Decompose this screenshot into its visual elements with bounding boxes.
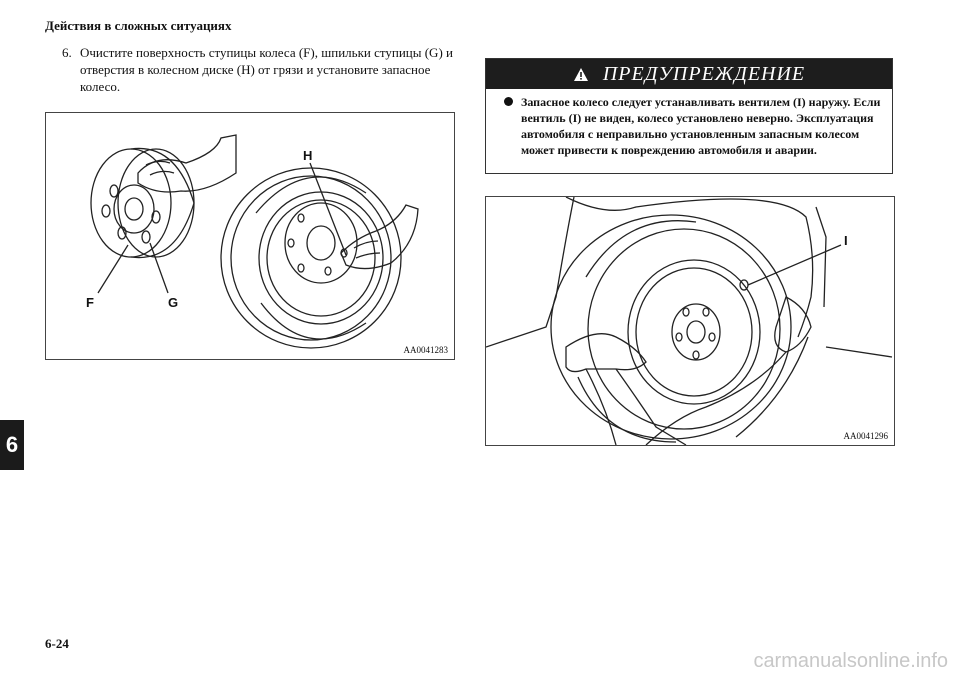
- figure2-code: AA0041296: [843, 431, 889, 441]
- hub-cleaning-drawing: F G H: [86, 134, 419, 349]
- warning-text: Запасное колесо следует устанавливать ве…: [521, 95, 881, 157]
- section-header: Действия в сложных ситуациях: [45, 18, 232, 33]
- label-g: G: [168, 295, 178, 310]
- warning-title: ПРЕДУПРЕЖДЕНИЕ: [602, 62, 806, 85]
- warning-box: ПРЕДУПРЕЖДЕНИЕ Запасное колесо следует у…: [485, 58, 893, 174]
- bullet-icon: [504, 97, 513, 106]
- figure1-code: AA0041283: [403, 345, 449, 355]
- label-i: I: [844, 233, 848, 248]
- spare-wheel-install-illustration: I AA0041296: [485, 196, 895, 446]
- watermark: carmanualsonline.info: [753, 650, 948, 672]
- step-number: 6.: [62, 45, 72, 60]
- page-number: 6-24: [45, 636, 69, 651]
- step-text: Очистите поверхность ступицы колеса (F),…: [80, 45, 453, 94]
- warning-header: ПРЕДУПРЕЖДЕНИЕ: [486, 59, 892, 89]
- label-h: H: [303, 148, 312, 163]
- warning-triangle-icon: [573, 67, 588, 81]
- chapter-tab: 6: [0, 420, 24, 470]
- spare-wheel-drawing: I: [486, 197, 893, 445]
- hub-cleaning-illustration: F G H AA0041283: [45, 112, 455, 360]
- instruction-step: 6. Очистите поверхность ступицы колеса (…: [62, 44, 462, 95]
- label-f: F: [86, 295, 94, 310]
